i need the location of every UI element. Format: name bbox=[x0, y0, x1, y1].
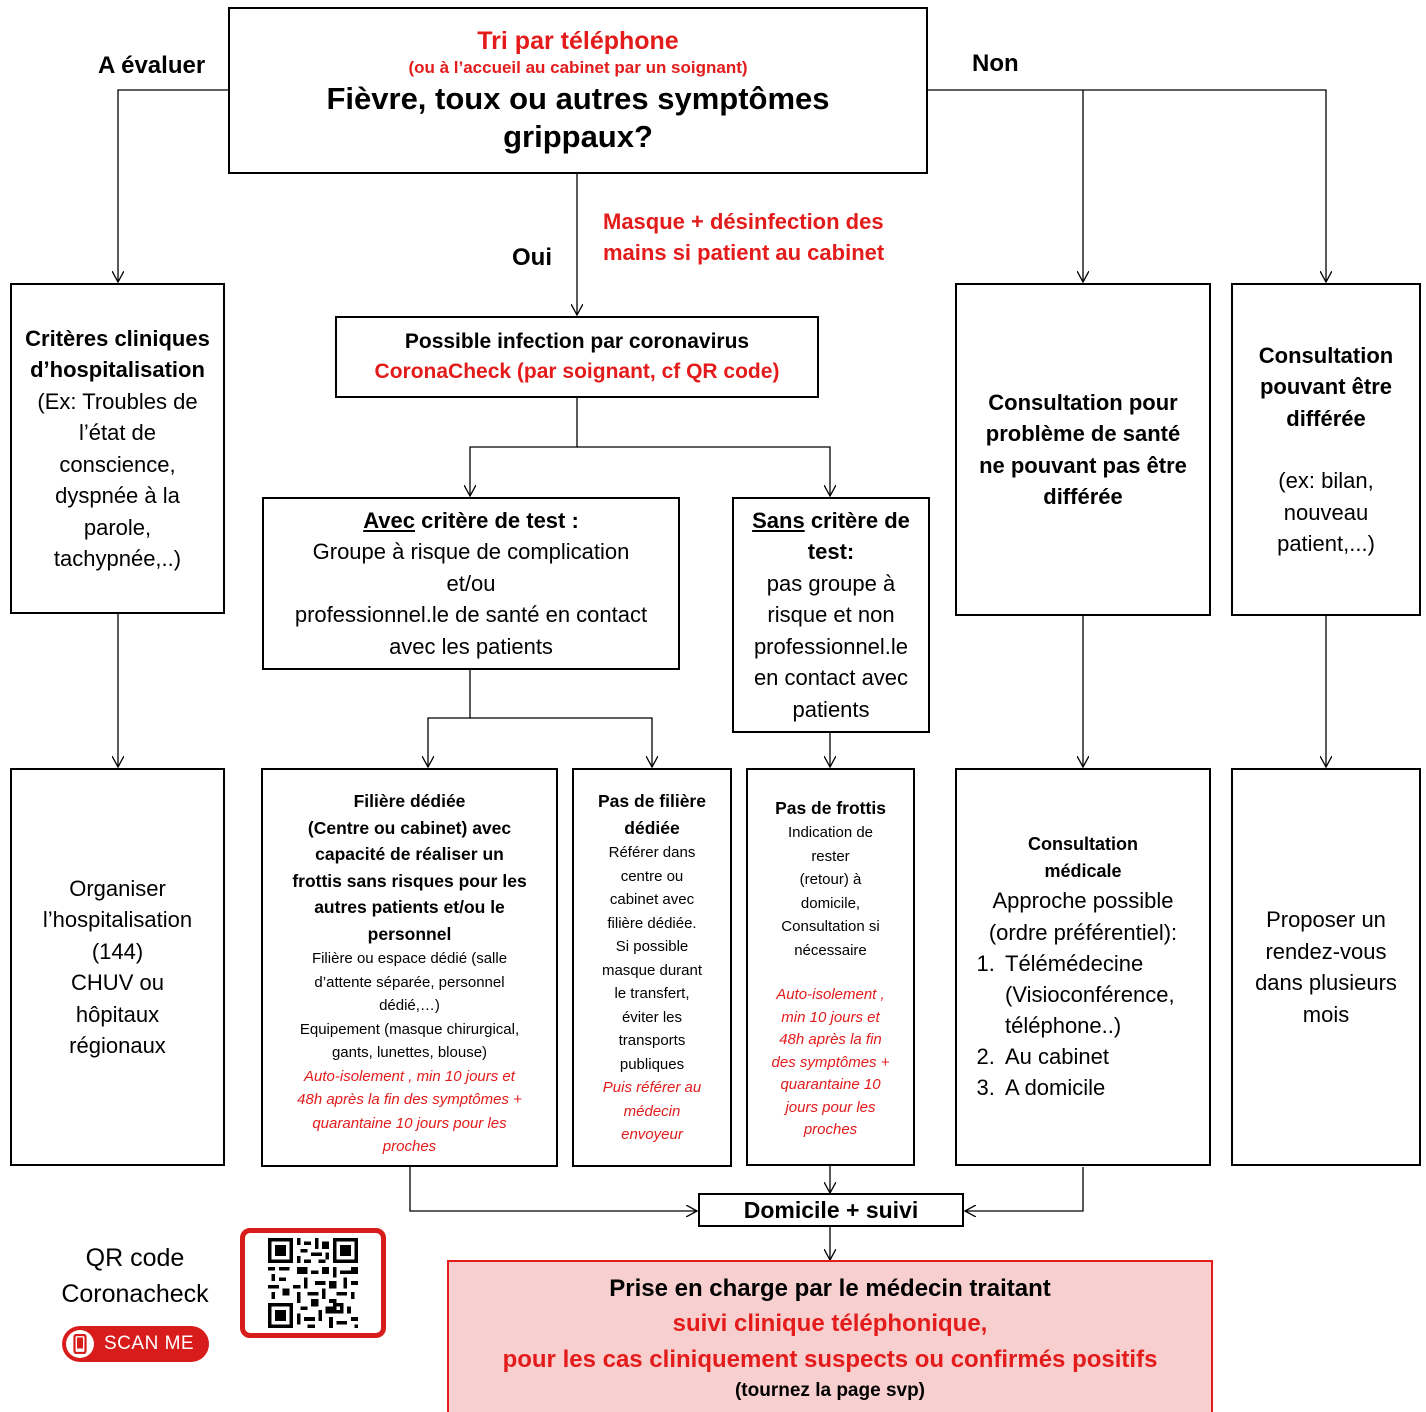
consultation-non-differable-box: Consultation pour problème de santé ne p… bbox=[955, 283, 1211, 616]
approach-item: Télémédecine (Visioconférence, téléphone… bbox=[1001, 948, 1203, 1041]
approach-item: Au cabinet bbox=[1001, 1041, 1203, 1072]
label-a-evaluer: A évaluer bbox=[98, 52, 206, 79]
criteres-hospitalisation-box: Critères cliniques d’hospitalisation (Ex… bbox=[10, 283, 225, 614]
label-non: Non bbox=[972, 50, 1019, 77]
consultation-differable-box: Consultation pouvant être différée (ex: … bbox=[1231, 283, 1421, 616]
pas-de-frottis-box: Pas de frottis Indication de rester (ret… bbox=[746, 768, 915, 1166]
approach-item: A domicile bbox=[1001, 1072, 1203, 1103]
domicile-suivi-box: Domicile + suivi bbox=[698, 1193, 964, 1227]
qr-caption: QR code Coronacheck bbox=[61, 1244, 209, 1308]
masque-note: Masque + désinfection des mains si patie… bbox=[603, 209, 885, 265]
label-oui: Oui bbox=[512, 244, 552, 271]
triage-title: Tri par téléphone bbox=[477, 26, 679, 55]
filiere-dediee-box: Filière dédiée (Centre ou cabinet) avec … bbox=[261, 768, 558, 1167]
sans-critere-box: Sans critère de test: pas groupe à risqu… bbox=[732, 497, 930, 733]
triage-subtitle: (ou à l’accueil au cabinet par un soigna… bbox=[408, 57, 748, 77]
approach-list: Télémédecine (Visioconférence, téléphone… bbox=[963, 948, 1203, 1103]
pas-de-filiere-box: Pas de filière dédiée Référer dans centr… bbox=[572, 768, 732, 1167]
triage-question-line1: Fièvre, toux ou autres symptômes bbox=[326, 80, 830, 116]
organiser-hospitalisation-box: Organiser l’hospitalisation (144) CHUV o… bbox=[10, 768, 225, 1166]
qr-code-icon[interactable] bbox=[253, 1238, 373, 1328]
qr-code-frame[interactable] bbox=[240, 1228, 386, 1338]
phone-icon bbox=[66, 1330, 94, 1358]
prise-en-charge-box: Prise en charge par le médecin traitant … bbox=[447, 1260, 1213, 1412]
possible-infection-box: Possible infection par coronavirus Coron… bbox=[335, 316, 819, 398]
triage-question-line2: grippaux? bbox=[503, 118, 653, 154]
avec-critere-box: Avec critère de test : Groupe à risque d… bbox=[262, 497, 680, 670]
scan-me-badge: SCAN ME bbox=[62, 1326, 209, 1362]
triage-box: Tri par téléphone (ou à l’accueil au cab… bbox=[228, 7, 928, 174]
proposer-rdv-box: Proposer un rendez-vous dans plusieurs m… bbox=[1231, 768, 1421, 1166]
consultation-medicale-box: Consultation médicale Approche possible … bbox=[955, 768, 1211, 1166]
